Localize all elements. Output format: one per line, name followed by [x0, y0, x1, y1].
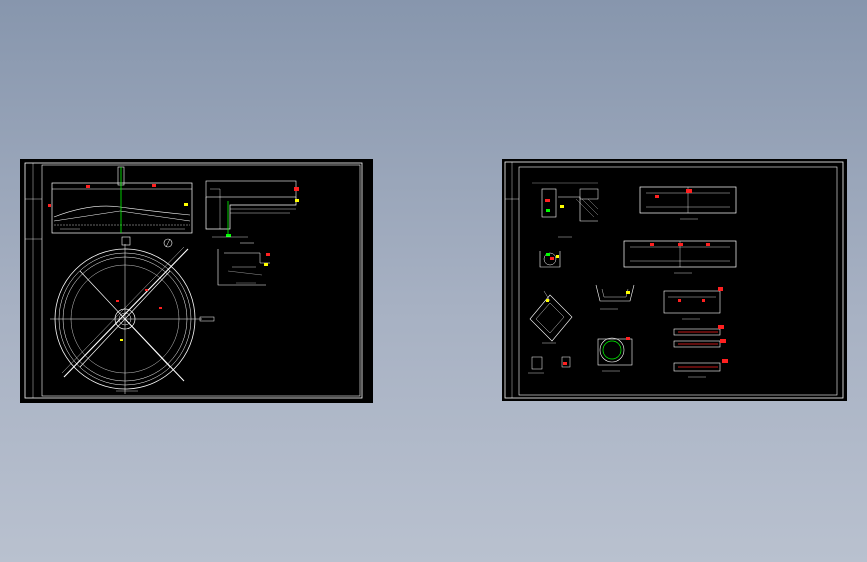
- circular-tank-plan-view: [50, 236, 215, 394]
- sheet-frame: [504, 161, 844, 399]
- left-sheet-drawing: [24, 162, 363, 399]
- manhole-plan-detail: [597, 337, 633, 372]
- small-anchor-detail: [528, 356, 571, 374]
- beam-elevation-top: [639, 186, 737, 220]
- wall-joint-detail: [532, 182, 599, 238]
- beam-elevation-middle: [623, 240, 737, 274]
- sheet-inner-border: [41, 164, 361, 397]
- tank-section-view: [48, 166, 193, 234]
- channel-section-b: [663, 287, 723, 320]
- sheet-frame: [24, 162, 363, 399]
- right-sheet-drawing: [504, 161, 844, 399]
- channel-section-a: [595, 284, 635, 310]
- sheet-inner-border: [518, 166, 838, 396]
- tank-edge-detail-view: [205, 180, 299, 286]
- pipe-section-detail: [539, 251, 561, 268]
- rotated-block-detail: [529, 290, 573, 344]
- drawing-sheet-right: [502, 159, 847, 401]
- reinforcement-bar-details: [673, 325, 728, 378]
- drawing-sheet-left: [20, 159, 373, 403]
